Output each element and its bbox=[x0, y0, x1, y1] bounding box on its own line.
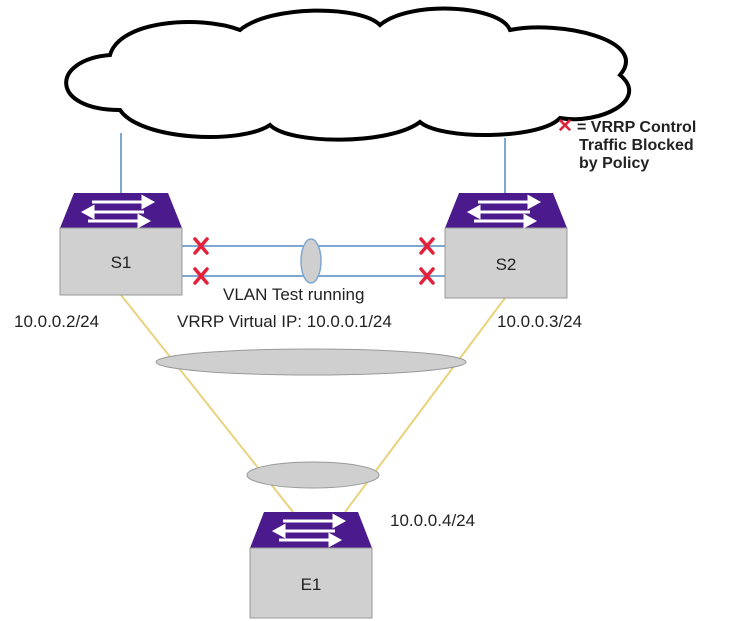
switch-s1: S1 bbox=[59, 193, 183, 296]
s2-ip-label: 10.0.0.3/24 bbox=[497, 312, 583, 331]
switch-s1-label: S1 bbox=[111, 253, 132, 272]
arrows-icon bbox=[466, 194, 542, 229]
legend-line-1: = VRRP Control bbox=[577, 119, 697, 136]
switch-s2: S2 bbox=[444, 193, 568, 299]
switch-e1: E1 bbox=[249, 512, 373, 619]
blocked-x-icon: ✕ bbox=[557, 116, 573, 137]
switch-e1-label: E1 bbox=[301, 575, 322, 594]
blocked-x-icon bbox=[419, 237, 435, 255]
cloud-shape bbox=[64, 6, 631, 142]
arrows-icon bbox=[80, 194, 156, 229]
lag-ellipse bbox=[300, 238, 322, 284]
arrows-icon bbox=[271, 513, 347, 548]
legend: ✕= VRRP Control Traffic Blocked by Polic… bbox=[555, 116, 697, 173]
legend-line-2: Traffic Blocked bbox=[579, 137, 694, 154]
mlag-ellipse bbox=[246, 461, 380, 489]
blocked-x-icon bbox=[193, 237, 209, 255]
blocked-x-icon bbox=[419, 267, 435, 285]
blocked-x-icon bbox=[193, 267, 209, 285]
vrrp-ellipse bbox=[155, 348, 467, 376]
legend-line-3: by Policy bbox=[579, 155, 650, 172]
s1-ip-label: 10.0.0.2/24 bbox=[14, 312, 100, 331]
vrrp-virtual-ip-label: VRRP Virtual IP: 10.0.0.1/24 bbox=[177, 312, 392, 331]
switch-s2-label: S2 bbox=[496, 255, 517, 274]
vlan-label: VLAN Test running bbox=[223, 285, 365, 304]
e1-ip-label: 10.0.0.4/24 bbox=[390, 511, 476, 530]
